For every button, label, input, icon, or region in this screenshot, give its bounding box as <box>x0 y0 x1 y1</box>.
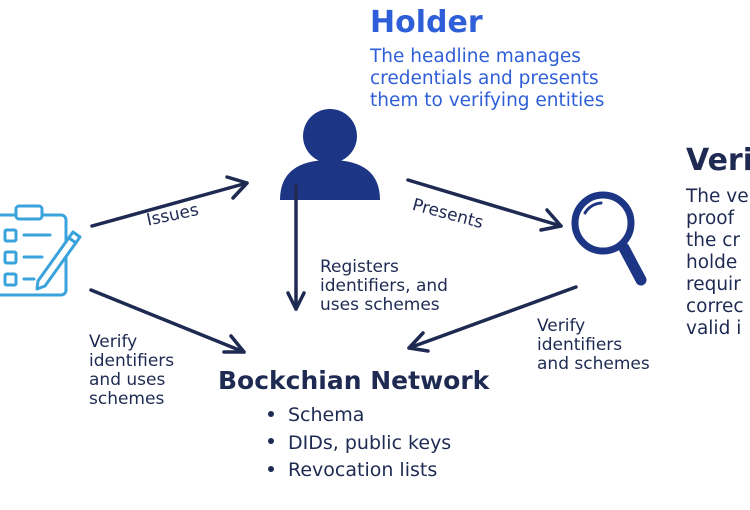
arrow-registers <box>286 184 306 311</box>
clipboard-checklist-icon <box>0 204 82 297</box>
arrow-verify-right <box>407 285 578 353</box>
network-item-label: DIDs, public keys <box>288 431 452 454</box>
network-item-revocation: Revocation lists <box>268 457 451 485</box>
registers-label: Registers identifiers, and uses schemes <box>320 257 448 315</box>
network-item-label: Revocation lists <box>288 459 438 481</box>
network-item-dids: DIDs, public keys <box>268 430 451 458</box>
bullet-icon <box>268 438 274 444</box>
network-list: Schema DIDs, public keys Revocation list… <box>268 402 451 485</box>
verifier-title: Veri <box>686 143 750 178</box>
magnifying-glass-icon <box>571 191 647 286</box>
bullet-icon <box>268 410 274 417</box>
arrow-issues <box>90 175 249 228</box>
verifier-description: The ve proof the cr holde requir correc … <box>686 186 749 339</box>
arrow-verify-left <box>89 288 246 354</box>
verify-left-label: Verify identifiers and uses schemes <box>89 332 175 409</box>
arrow-presents <box>406 178 563 232</box>
holder-description: The headline manages credentials and pre… <box>370 46 605 111</box>
holder-title: Holder <box>370 5 483 40</box>
bullet-icon <box>268 465 274 472</box>
person-icon <box>280 109 380 200</box>
network-item-schema: Schema <box>268 402 451 430</box>
verify-right-label: Verify identifiers and schemes <box>537 316 650 374</box>
network-title: Bockchian Network <box>218 366 490 395</box>
network-item-label: Schema <box>288 404 365 426</box>
